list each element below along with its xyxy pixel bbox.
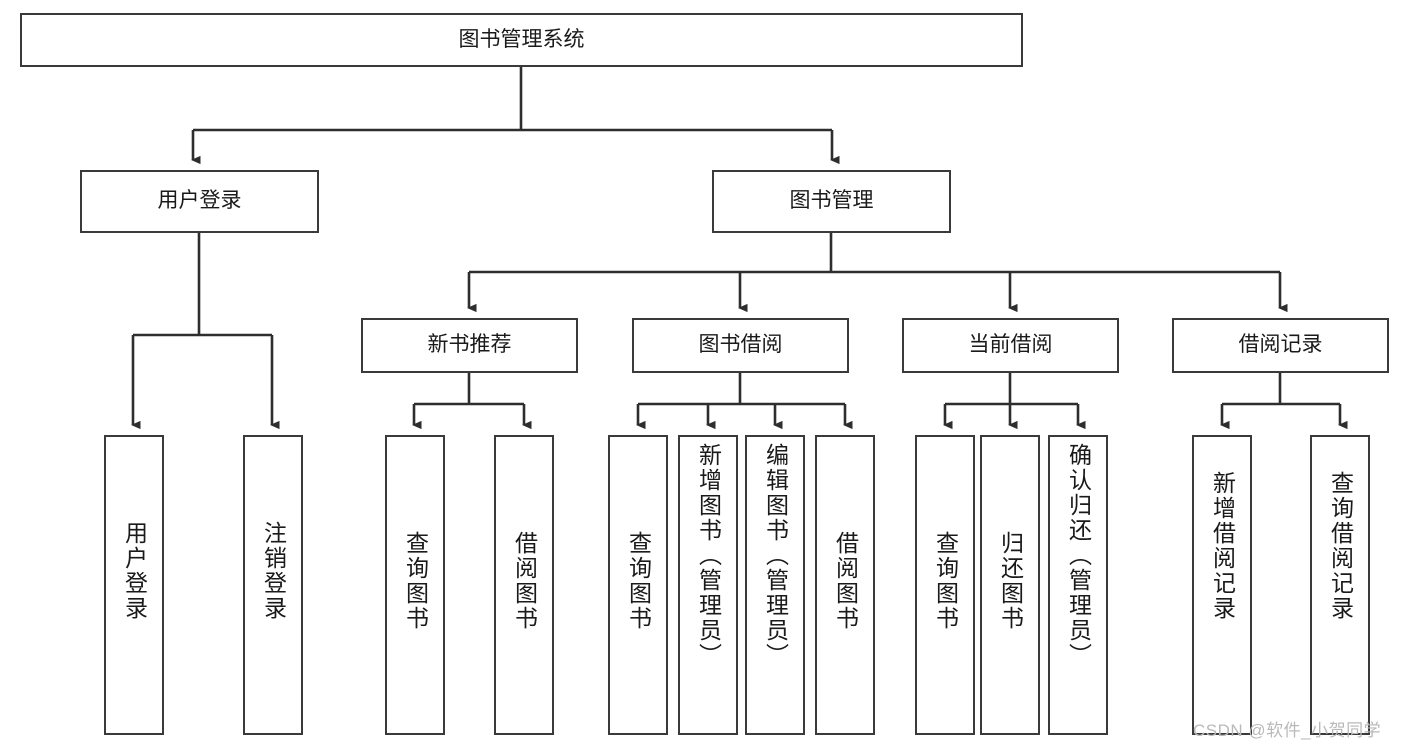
node-current-borrow[interactable]: 当前借阅 bbox=[902, 318, 1119, 373]
node-label: 用户登录 bbox=[157, 189, 242, 213]
watermark-text: CSDN @软件_小贺同学 bbox=[1193, 721, 1382, 740]
leaf-user-login-logout[interactable]: 注销登录 bbox=[243, 435, 303, 735]
node-label: 查询图书 bbox=[402, 531, 429, 631]
node-label: 用户登录 bbox=[121, 521, 148, 621]
node-label: 借阅图书 bbox=[511, 531, 538, 631]
node-label: 图书借阅 bbox=[698, 333, 783, 357]
leaf-user-login-login[interactable]: 用户登录 bbox=[104, 435, 164, 735]
node-label: 注销登录 bbox=[260, 521, 287, 621]
leaf-borrow-borrow-book[interactable]: 借阅图书 bbox=[815, 435, 875, 735]
leaf-recommend-borrow-book[interactable]: 借阅图书 bbox=[494, 435, 554, 735]
node-book-borrow[interactable]: 图书借阅 bbox=[632, 318, 849, 373]
node-label: 图书管理系统 bbox=[458, 27, 585, 51]
leaf-borrow-query-book[interactable]: 查询图书 bbox=[608, 435, 668, 735]
node-user-login[interactable]: 用户登录 bbox=[80, 170, 319, 233]
node-root-system[interactable]: 图书管理系统 bbox=[20, 13, 1023, 67]
node-label: 图书管理 bbox=[789, 189, 874, 213]
node-new-book-recommend[interactable]: 新书推荐 bbox=[361, 318, 578, 373]
leaf-record-add-record[interactable]: 新增借阅记录 bbox=[1192, 435, 1252, 735]
node-label: 借阅记录 bbox=[1238, 333, 1323, 357]
node-label: 编辑图书（管理员） bbox=[762, 443, 789, 668]
node-label: 查询借阅记录 bbox=[1327, 471, 1354, 621]
leaf-recommend-query-book[interactable]: 查询图书 bbox=[385, 435, 445, 735]
node-label: 查询图书 bbox=[932, 531, 959, 631]
node-label: 当前借阅 bbox=[968, 333, 1053, 357]
leaf-borrow-add-book-admin[interactable]: 新增图书（管理员） bbox=[678, 435, 738, 735]
node-label: 借阅图书 bbox=[832, 531, 859, 631]
leaf-current-confirm-return-admin[interactable]: 确认归还（管理员） bbox=[1048, 435, 1108, 735]
leaf-current-return-book[interactable]: 归还图书 bbox=[980, 435, 1040, 735]
node-label: 新书推荐 bbox=[427, 333, 512, 357]
node-label: 新增借阅记录 bbox=[1209, 471, 1236, 621]
node-label: 查询图书 bbox=[625, 531, 652, 631]
node-label: 新增图书（管理员） bbox=[695, 443, 722, 668]
node-book-management[interactable]: 图书管理 bbox=[712, 170, 951, 233]
leaf-borrow-edit-book-admin[interactable]: 编辑图书（管理员） bbox=[745, 435, 805, 735]
leaf-record-query-record[interactable]: 查询借阅记录 bbox=[1310, 435, 1370, 735]
node-label: 确认归还（管理员） bbox=[1065, 443, 1092, 668]
leaf-current-query-book[interactable]: 查询图书 bbox=[915, 435, 975, 735]
node-borrow-record[interactable]: 借阅记录 bbox=[1172, 318, 1389, 373]
node-label: 归还图书 bbox=[997, 531, 1024, 631]
